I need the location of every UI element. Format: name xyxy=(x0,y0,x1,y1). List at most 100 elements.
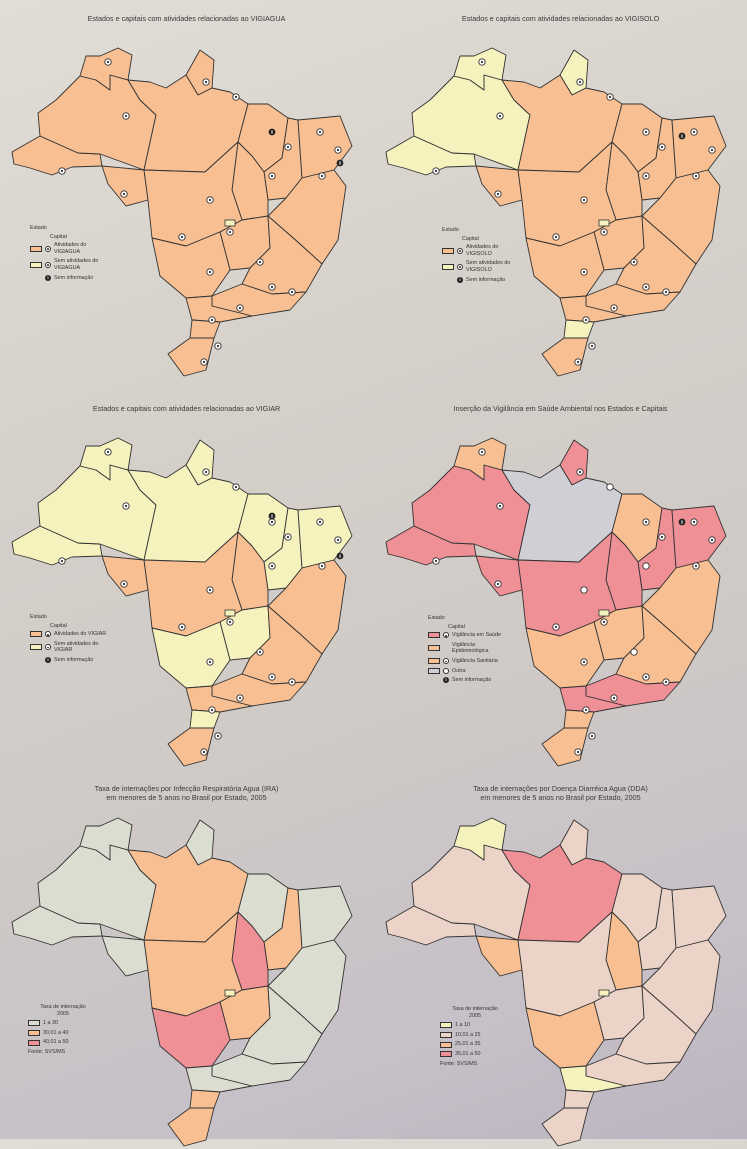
map-legend: Taxa de internação 2005 1 a 30 30,01 a 4… xyxy=(28,1004,98,1056)
capital-marker-dot xyxy=(210,318,214,322)
state-ne xyxy=(297,885,353,949)
legend-swatch xyxy=(428,667,440,674)
capital-marker-dot xyxy=(208,270,212,274)
capital-marker-dot xyxy=(582,198,586,202)
capital-marker-dot xyxy=(660,145,664,149)
legend-subheading: Capital xyxy=(50,233,67,240)
capital-marker-dot xyxy=(286,535,290,539)
info-icon: i xyxy=(45,274,51,281)
info-icon-glyph xyxy=(681,520,683,524)
state-ro xyxy=(101,935,149,977)
state-sc xyxy=(189,709,221,729)
brazil-map-ira xyxy=(11,817,353,1147)
capital-marker-dot xyxy=(204,80,208,84)
capital-marker xyxy=(580,586,588,594)
map-legend: Estado Capital Atividades do VIGIAR Sem … xyxy=(30,614,110,667)
capital-marker-dot xyxy=(290,680,294,684)
source-note: Fonte: SVS/MS xyxy=(28,1048,66,1055)
capital-marker-dot xyxy=(644,130,648,134)
map-panel-ira: Taxa de internações por Infecção Respira… xyxy=(0,770,373,1149)
capital-dot-icon xyxy=(45,644,51,651)
capital-marker-dot xyxy=(270,520,274,524)
capital-marker-dot xyxy=(106,450,110,454)
federal-district xyxy=(598,219,610,227)
panel-title: Estados e capitais com atividades relaci… xyxy=(87,14,286,23)
state-ro xyxy=(101,555,149,597)
capital-marker-dot xyxy=(286,145,290,149)
capital-marker-dot xyxy=(582,270,586,274)
legend-item: Vigilância Epidemiológica xyxy=(428,642,508,655)
legend-swatch xyxy=(28,1039,40,1046)
legend-heading: Estado xyxy=(30,614,47,620)
legend-heading: Taxa de internação 2005 xyxy=(452,1006,498,1019)
legend-heading: Estado xyxy=(428,615,445,621)
state-sc xyxy=(563,1089,595,1109)
map-panel-vigilancia: Inserção da Vigilância em Saúde Ambienta… xyxy=(374,390,747,769)
legend-item: 35,01 a 50 xyxy=(440,1051,510,1058)
capital-marker-dot xyxy=(498,114,502,118)
legend-subheading: Capital xyxy=(462,235,479,242)
capital-marker-dot xyxy=(180,235,184,239)
capital-marker-dot xyxy=(122,192,126,196)
capital-dot-icon xyxy=(45,631,51,638)
capital-marker-dot xyxy=(584,708,588,712)
panel-title: Inserção da Vigilância em Saúde Ambienta… xyxy=(453,404,668,413)
capital-dot-icon xyxy=(457,247,463,254)
state-rr xyxy=(453,47,507,91)
info-icon: i xyxy=(45,657,51,664)
panel-title: Estados e capitais com atividades relaci… xyxy=(461,14,660,23)
capital-marker-dot xyxy=(576,360,580,364)
capital-marker-dot xyxy=(578,80,582,84)
capital-marker-dot xyxy=(632,260,636,264)
capital-marker-dot xyxy=(106,60,110,64)
map-panel-dda: Taxa de internações por Doença Diarréica… xyxy=(374,770,747,1149)
capital-marker-dot xyxy=(664,290,668,294)
info-icon-glyph xyxy=(339,161,341,165)
brazil-map-vigisolo xyxy=(385,47,727,377)
capital-marker-dot xyxy=(228,620,232,624)
capital-dot-icon xyxy=(457,263,463,270)
legend-swatch xyxy=(442,247,454,254)
map-legend: Estado Capital Atividades do VIGIAGUA Se… xyxy=(30,225,110,284)
capital-marker-dot xyxy=(644,174,648,178)
source-note: Fonte: SVS/MS xyxy=(440,1060,478,1067)
legend-swatch xyxy=(30,245,42,252)
state-rr xyxy=(79,47,133,91)
capital-marker-dot xyxy=(208,198,212,202)
capital-dot-icon xyxy=(45,261,51,268)
capital-marker-dot xyxy=(216,734,220,738)
capital-marker-dot xyxy=(612,306,616,310)
capital-marker-dot xyxy=(644,285,648,289)
legend-swatch xyxy=(428,645,440,652)
info-icon: i xyxy=(457,276,463,283)
capital-marker-dot xyxy=(612,696,616,700)
capital-marker-dot xyxy=(710,538,714,542)
state-pa xyxy=(501,844,623,943)
state-ro xyxy=(101,165,149,207)
info-icon-glyph xyxy=(271,514,273,518)
capital-marker-dot xyxy=(208,588,212,592)
panel-title: Estados e capitais com atividades relaci… xyxy=(92,404,281,413)
state-sc xyxy=(563,319,595,339)
capital-marker-dot xyxy=(692,130,696,134)
legend-swatch xyxy=(440,1041,452,1048)
capital-marker-dot xyxy=(216,344,220,348)
legend-swatch xyxy=(30,261,42,268)
capital-marker-dot xyxy=(290,290,294,294)
capital-marker-dot xyxy=(602,620,606,624)
capital-marker-dot xyxy=(434,559,438,563)
federal-district xyxy=(224,989,236,997)
map-legend: Estado Capital Atividades do VIGISOLO Se… xyxy=(442,227,522,286)
legend-item: Sem atividades do VIGIAR xyxy=(30,641,110,654)
capital-marker-dot xyxy=(602,230,606,234)
capital-marker-dot xyxy=(694,174,698,178)
legend-heading: Estado xyxy=(30,225,47,231)
legend-item: Outra xyxy=(428,668,508,675)
brazil-map-dda xyxy=(385,817,727,1147)
legend-swatch xyxy=(30,644,42,651)
capital-marker-dot xyxy=(202,360,206,364)
legend-heading: Estado xyxy=(442,227,459,233)
map-legend: Taxa de internação 2005 1 a 10 10,01 a 2… xyxy=(440,1006,510,1067)
